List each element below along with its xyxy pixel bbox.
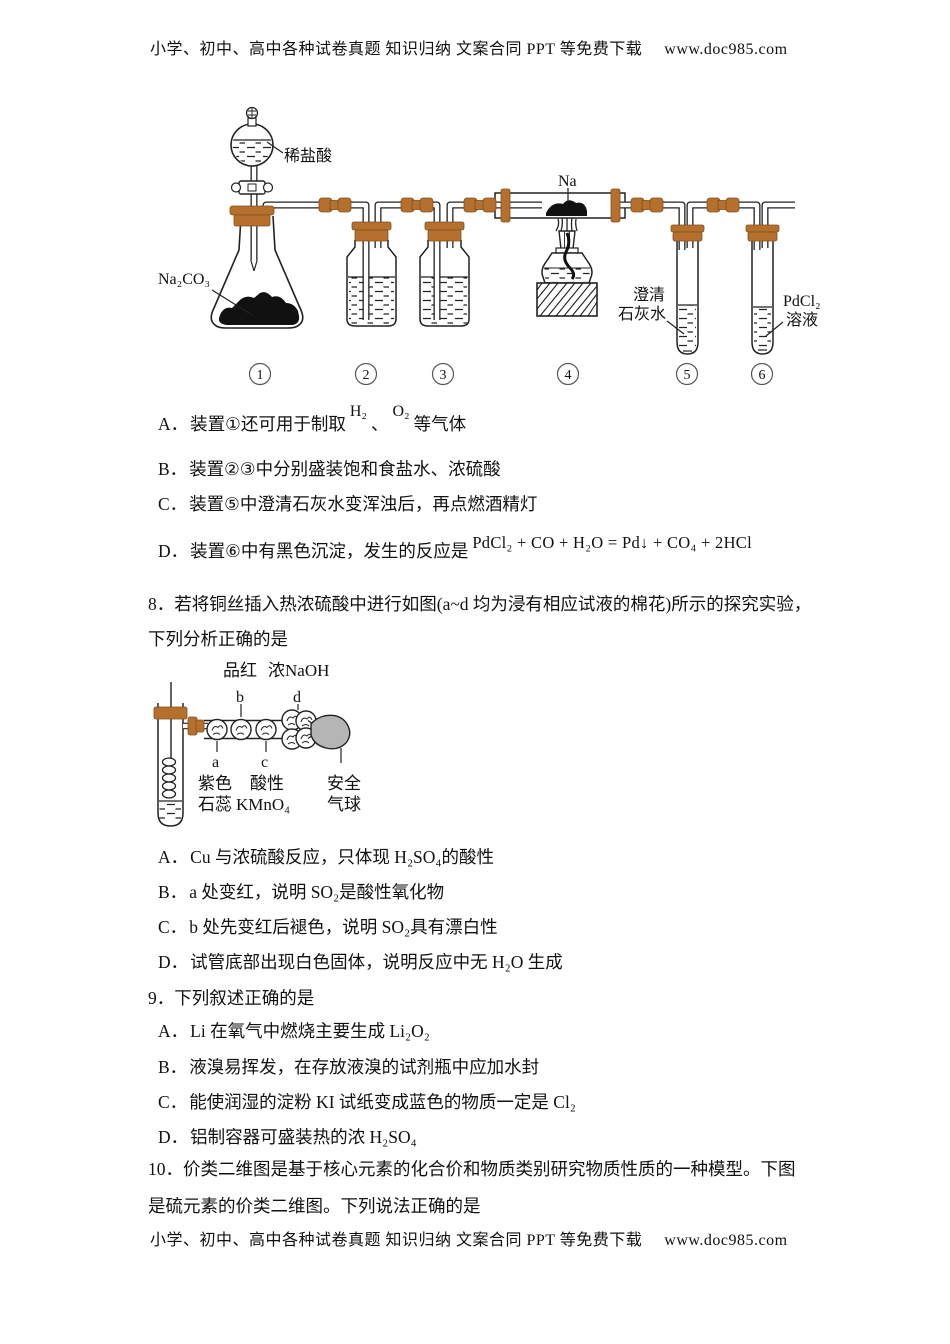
sodium-and-lamp	[536, 188, 598, 317]
figure2-pointers	[216, 704, 299, 752]
q8-stem-line1: 8．若将铜丝插入热浓硫酸中进行如图(a~d 均为浸有相应试液的棉花)所示的探究实…	[148, 594, 812, 614]
svg-text:1: 1	[257, 368, 264, 383]
q8-option-b: B．a 处变红，说明 SO₂是酸性氧化物	[158, 882, 445, 902]
device-numbers: 1 2 3 4 5 6	[248, 362, 774, 386]
q7-option-a: A．装置①还可用于制取H₂、O₂等气体	[158, 403, 467, 434]
q9-option-d: D．铝制容器可盛装热的浓 H₂SO₄	[158, 1127, 417, 1147]
label-na2co3: Na₂CO₃	[158, 271, 210, 288]
label-a: a	[212, 754, 219, 771]
q7-option-c: C．装置⑤中澄清石灰水变浑浊后，再点燃酒精灯	[158, 494, 538, 514]
svg-text:5: 5	[684, 368, 691, 383]
svg-text:4: 4	[565, 368, 572, 383]
formula-o2: O₂	[392, 403, 410, 420]
dropping-funnel	[230, 106, 274, 195]
test-tube-with-copper-wire	[153, 682, 188, 827]
label-d: d	[293, 689, 301, 706]
q10-stem-line2: 是硫元素的价类二维图。下列说法正确的是	[148, 1196, 481, 1216]
svg-text:6: 6	[759, 368, 766, 383]
q8-option-c: C．b 处先变红后褪色，说明 SO₂具有漂白性	[158, 917, 498, 937]
na2co3-solid	[218, 292, 300, 325]
label-naoh: 浓NaOH	[268, 661, 329, 680]
q9-option-c: C．能使润湿的淀粉 KI 试纸变成蓝色的物质一定是 Cl₂	[158, 1092, 576, 1112]
label-pdcl2-2: 溶液	[786, 311, 818, 329]
copper-sulfuric-figure: 品红 浓NaOH b d a c 紫色 石蕊 酸性 KMnO₄ 安全 气球	[153, 661, 361, 827]
pdcl2-equation: PdCl₂ + CO + H₂O = Pd↓ + CO₄ + 2HCl	[472, 533, 752, 552]
liquid-fills	[348, 276, 772, 352]
q10-stem-line1: 10．价类二维图是基于核心元素的化合价和物质类别研究物质性质的一种模型。下图	[148, 1159, 796, 1179]
label-limewater-1: 澄清	[633, 286, 665, 304]
label-dilute-hcl: 稀盐酸	[284, 147, 332, 165]
q8-stem-line2: 下列分析正确的是	[148, 629, 288, 649]
formula-h2: H₂	[349, 403, 367, 420]
page-footer: 小学、初中、高中各种试卷真题 知识归纳 文案合同 PPT 等免费下载 www.do…	[150, 1231, 788, 1251]
page-header: 小学、初中、高中各种试卷真题 知识归纳 文案合同 PPT 等免费下载 www.do…	[150, 40, 788, 60]
cotton-plugs	[206, 709, 317, 750]
rubber-connectors	[229, 188, 780, 242]
label-pinhong: 品红	[223, 661, 257, 680]
label-pdcl2-1: PdCl₂	[783, 293, 821, 310]
footer-url: www.doc985.com	[664, 1232, 788, 1249]
q7-option-b: B．装置②③中分别盛装饱和食盐水、浓硫酸	[158, 459, 501, 479]
q9-stem: 9．下列叙述正确的是	[148, 988, 315, 1008]
svg-text:3: 3	[440, 368, 447, 383]
glass-tubing	[250, 166, 795, 320]
header-url: www.doc985.com	[664, 41, 788, 58]
flame	[555, 217, 578, 232]
label-suanxing: 酸性	[250, 774, 284, 793]
q9-option-a: A．Li 在氧气中燃烧主要生成 Li₂O₂	[158, 1021, 430, 1041]
label-na: Na	[558, 173, 577, 190]
apparatus-figure-gas-train: 稀盐酸 Na₂CO₃ Na 澄清 石灰水 PdCl₂ 溶液 1 2 3 4 5 …	[158, 106, 821, 386]
figure2-labels: 品红 浓NaOH b d a c 紫色 石蕊 酸性 KMnO₄ 安全 气球	[198, 661, 361, 814]
sodium-lump	[546, 200, 587, 216]
svg-text:2: 2	[363, 368, 370, 383]
label-zise: 紫色	[198, 774, 232, 793]
q8-option-a: A．Cu 与浓硫酸反应，只体现 H₂SO₄的酸性	[158, 847, 495, 867]
label-kmno4: KMnO₄	[236, 795, 290, 814]
safety-balloon	[307, 714, 351, 763]
q9-option-b: B．液溴易挥发，在存放液溴的试剂瓶中应加水封	[158, 1057, 540, 1077]
footer-text: 小学、初中、高中各种试卷真题 知识归纳 文案合同 PPT 等免费下载	[150, 1232, 643, 1249]
label-anquan: 安全	[327, 774, 361, 793]
label-qiqiu: 气球	[327, 795, 361, 814]
label-b: b	[236, 689, 244, 706]
label-shirui: 石蕊	[198, 795, 232, 814]
figure1-labels: 稀盐酸 Na₂CO₃ Na 澄清 石灰水 PdCl₂ 溶液	[158, 141, 821, 337]
q8-option-d: D．试管底部出现白色固体，说明反应中无 H₂O 生成	[158, 952, 563, 972]
label-c: c	[261, 754, 268, 771]
header-text: 小学、初中、高中各种试卷真题 知识归纳 文案合同 PPT 等免费下载	[150, 41, 643, 58]
label-limewater-2: 石灰水	[618, 305, 666, 323]
